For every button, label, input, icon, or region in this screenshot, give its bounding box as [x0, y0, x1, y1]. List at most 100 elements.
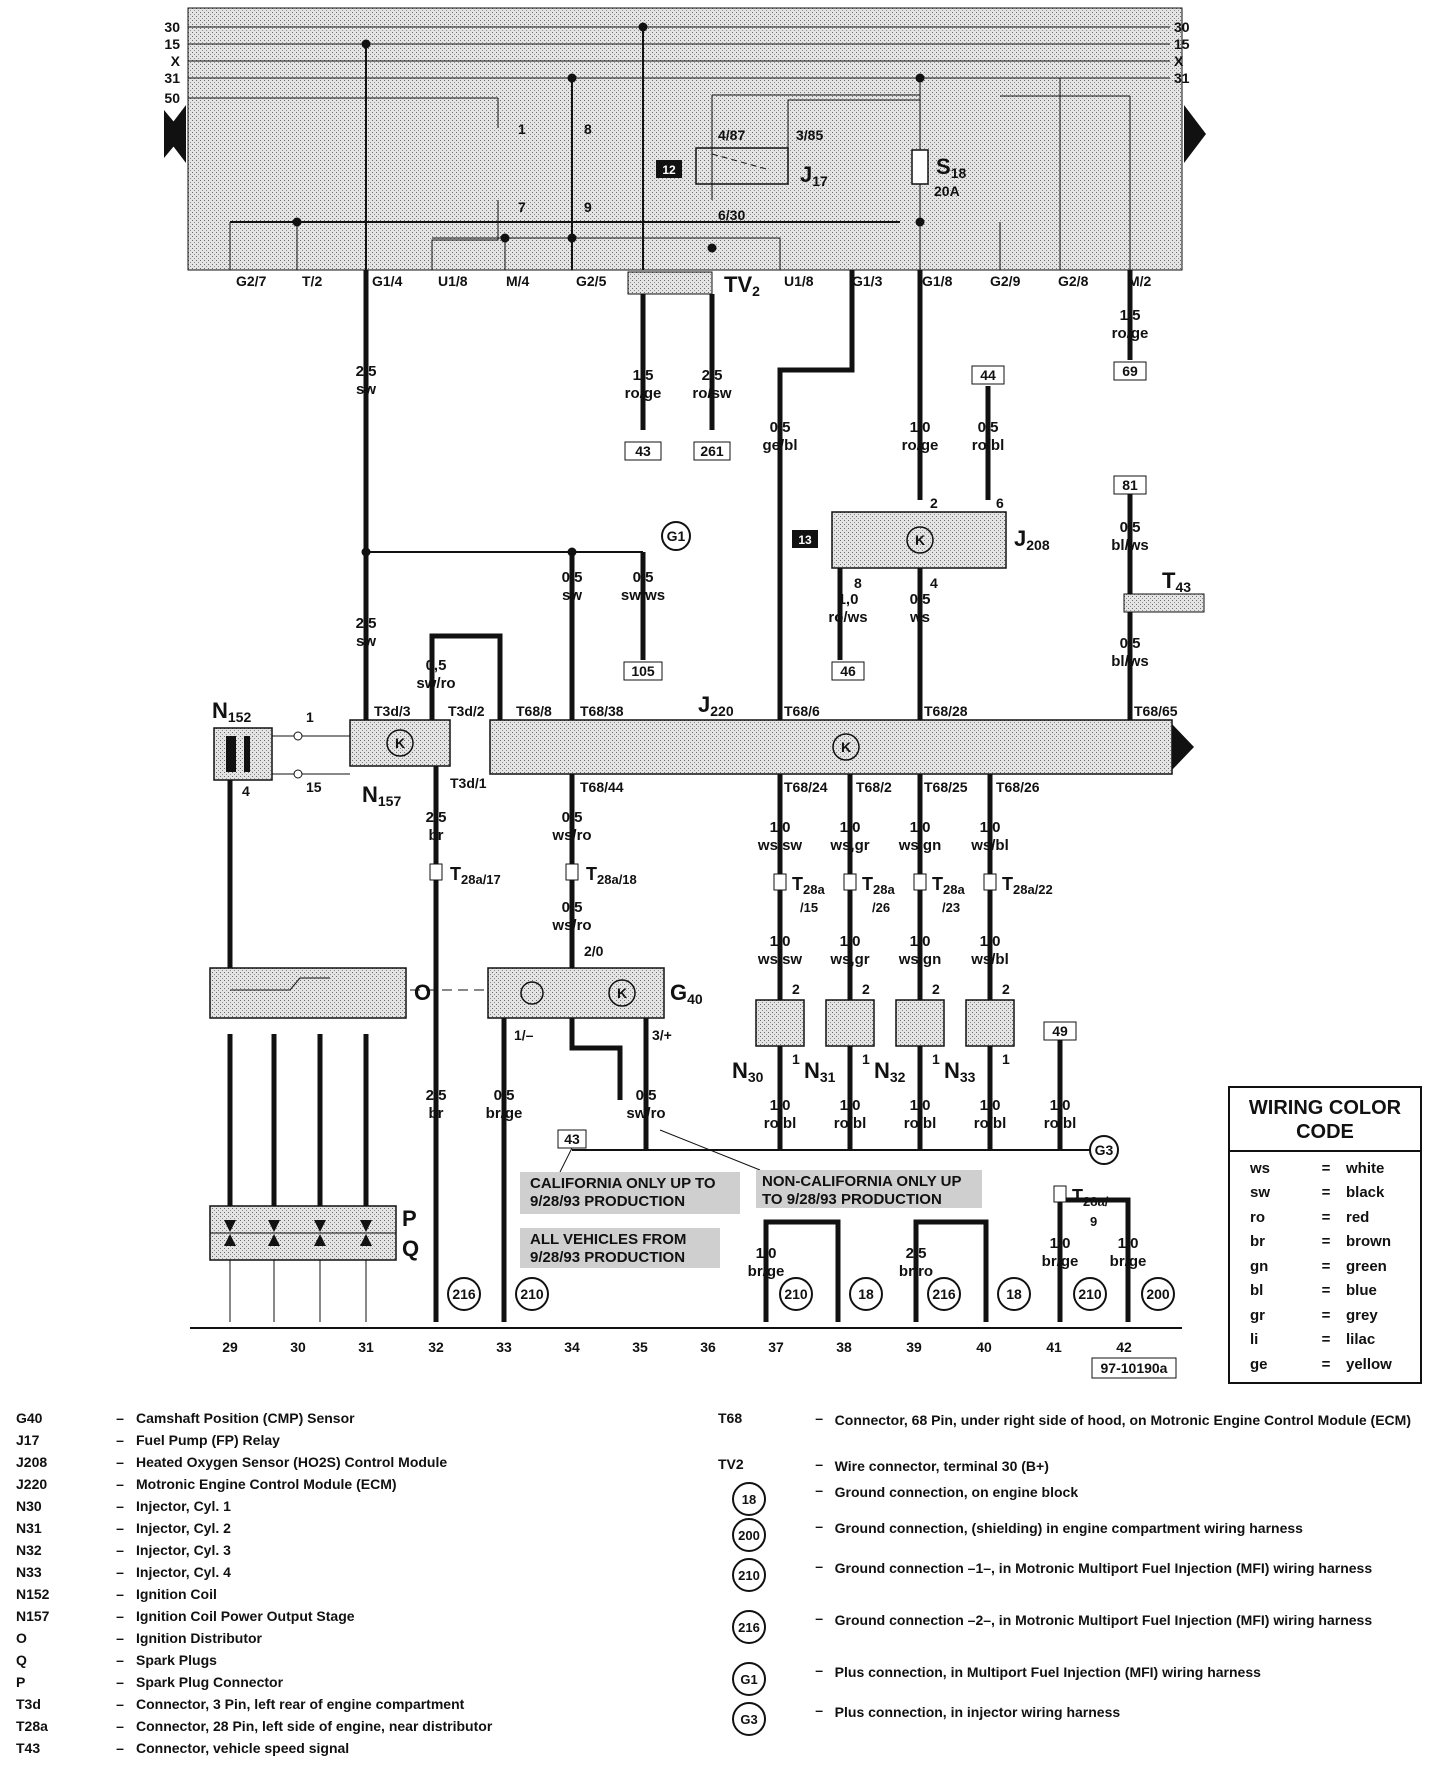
legend-row: li=lilac — [1230, 1328, 1420, 1353]
svg-text:T28a/17: T28a/17 — [450, 864, 501, 887]
svg-text:br/ge: br/ge — [748, 1263, 785, 1280]
panel-left-arrow-tip — [164, 105, 186, 163]
bus-label-30-right: 30 — [1174, 19, 1190, 35]
part-dash: – — [116, 1476, 124, 1492]
svg-text:1,0: 1,0 — [770, 1097, 791, 1114]
conn-g2-8: G2/8 — [1058, 273, 1089, 289]
svg-text:1,0: 1,0 — [1118, 1235, 1139, 1252]
bus-labels-right: 30 15 X 31 — [1174, 19, 1190, 86]
legend-code: ws — [1250, 1159, 1271, 1177]
svg-text:sw/ro: sw/ro — [626, 1105, 665, 1122]
svg-text:1,0: 1,0 — [1050, 1097, 1071, 1114]
spark-plugs: P Q — [209, 1205, 419, 1261]
tv2-label: TV2 — [724, 272, 760, 299]
part-dash: – — [815, 1558, 824, 1574]
j208-ref: 13 — [798, 533, 812, 547]
svg-text:210: 210 — [520, 1286, 544, 1302]
svg-text:1,0: 1,0 — [1050, 1235, 1071, 1252]
svg-text:0,5: 0,5 — [1120, 635, 1141, 652]
legend-code: li — [1250, 1331, 1259, 1349]
svg-text:sw/ws: sw/ws — [621, 587, 665, 604]
part-dash: – — [116, 1432, 124, 1448]
part-dash: – — [116, 1652, 124, 1668]
grid-numbers: 29 30 31 32 33 34 35 36 37 38 39 40 41 4… — [222, 1339, 1132, 1355]
part-code: N157 — [16, 1608, 50, 1624]
part-row: T68–Connector, 68 Pin, under right side … — [718, 1410, 1418, 1456]
legend-row: gr=grey — [1230, 1303, 1420, 1328]
part-dash: – — [116, 1674, 124, 1690]
svg-text:31: 31 — [358, 1339, 374, 1355]
legend-row: gn=green — [1230, 1254, 1420, 1279]
j208-label: J208 — [1014, 526, 1050, 553]
part-dash: – — [116, 1740, 124, 1756]
svg-text:ws,gn: ws,gn — [898, 837, 942, 854]
part-row: N31–Injector, Cyl. 2 — [16, 1520, 636, 1542]
part-code: TV2 — [718, 1456, 744, 1472]
svg-text:G1: G1 — [667, 528, 686, 544]
part-code: N31 — [16, 1520, 42, 1536]
svg-text:K: K — [395, 735, 405, 751]
part-row: N32–Injector, Cyl. 3 — [16, 1542, 636, 1564]
g40-label: G40 — [670, 980, 703, 1007]
n157-label: N157 — [362, 782, 401, 809]
part-code: J17 — [16, 1432, 40, 1448]
bus-label-x-right: X — [1174, 53, 1184, 69]
svg-text:1/–: 1/– — [514, 1027, 534, 1043]
top-connectors: G2/7 T/2 G1/4 U1/8 M/4 G2/5 U1/8 G1/3 G1… — [236, 273, 1152, 289]
injector-n33: N33 — [944, 1058, 976, 1085]
svg-text:T3d/1: T3d/1 — [450, 775, 487, 791]
svg-text:ALL VEHICLES FROM: ALL VEHICLES FROM — [530, 1231, 686, 1248]
relay-ref-box — [656, 160, 682, 178]
legend-row: ro=red — [1230, 1205, 1420, 1230]
svg-text:br/ge: br/ge — [1042, 1253, 1079, 1270]
part-desc: Injector, Cyl. 4 — [136, 1564, 231, 1580]
legend-code: ro — [1250, 1208, 1265, 1226]
svg-text:2: 2 — [930, 495, 938, 511]
bus-label-x: X — [171, 53, 181, 69]
relay-ref-12: 12 — [662, 163, 676, 177]
ref-49: 49 — [1052, 1023, 1068, 1039]
t43-label: T43 — [1162, 568, 1191, 595]
svg-text:1,0: 1,0 — [910, 1097, 931, 1114]
svg-text:18: 18 — [1006, 1286, 1022, 1302]
svg-text:6: 6 — [996, 495, 1004, 511]
svg-text:0,5: 0,5 — [1120, 519, 1141, 536]
relay-label: J17 — [800, 162, 828, 189]
part-desc: Connector, 68 Pin, under right side of h… — [834, 1412, 1411, 1428]
svg-text:ro/bl: ro/bl — [974, 1115, 1007, 1132]
svg-text:ws/bl: ws/bl — [970, 837, 1009, 854]
legend-code: gn — [1250, 1257, 1269, 1275]
bus-label-31-right: 31 — [1174, 70, 1190, 86]
svg-text:4: 4 — [242, 783, 250, 799]
svg-text:0,5: 0,5 — [562, 899, 583, 916]
svg-text:1,5: 1,5 — [633, 367, 654, 384]
svg-text:0,5: 0,5 — [562, 809, 583, 826]
svg-text:9/28/93 PRODUCTION: 9/28/93 PRODUCTION — [530, 1193, 685, 1210]
bus-label-50: 50 — [164, 90, 180, 106]
part-desc: Injector, Cyl. 3 — [136, 1542, 231, 1558]
legend-row: sw=black — [1230, 1181, 1420, 1206]
svg-text:ws/sw: ws/sw — [757, 951, 803, 968]
svg-text:ws,gr: ws,gr — [829, 837, 869, 854]
legend-eq: = — [1321, 1159, 1331, 1177]
svg-text:37: 37 — [768, 1339, 784, 1355]
svg-text:ro/bl: ro/bl — [1044, 1115, 1077, 1132]
svg-text:ro/ws: ro/ws — [828, 609, 867, 626]
legend-eq: = — [1321, 1257, 1331, 1275]
ref-43: 43 — [635, 443, 651, 459]
svg-text:1: 1 — [862, 1051, 870, 1067]
part-desc: Ground connection, (shielding) in engine… — [834, 1520, 1303, 1536]
svg-text:/15: /15 — [800, 900, 818, 915]
legend-row: ge=yellow — [1230, 1352, 1420, 1377]
legend-code: br — [1250, 1233, 1265, 1251]
svg-text:T68/24: T68/24 — [784, 779, 828, 795]
part-desc: Ground connection –1–, in Motronic Multi… — [834, 1560, 1373, 1576]
part-symbol: G1 — [718, 1662, 804, 1696]
injector-n32: N32 — [874, 1058, 906, 1085]
injector-n30: N30 — [732, 1058, 764, 1085]
part-row: T43–Connector, vehicle speed signal — [16, 1740, 636, 1762]
svg-text:216: 216 — [932, 1286, 956, 1302]
legend-name: red — [1346, 1208, 1370, 1226]
part-code: N32 — [16, 1542, 42, 1558]
